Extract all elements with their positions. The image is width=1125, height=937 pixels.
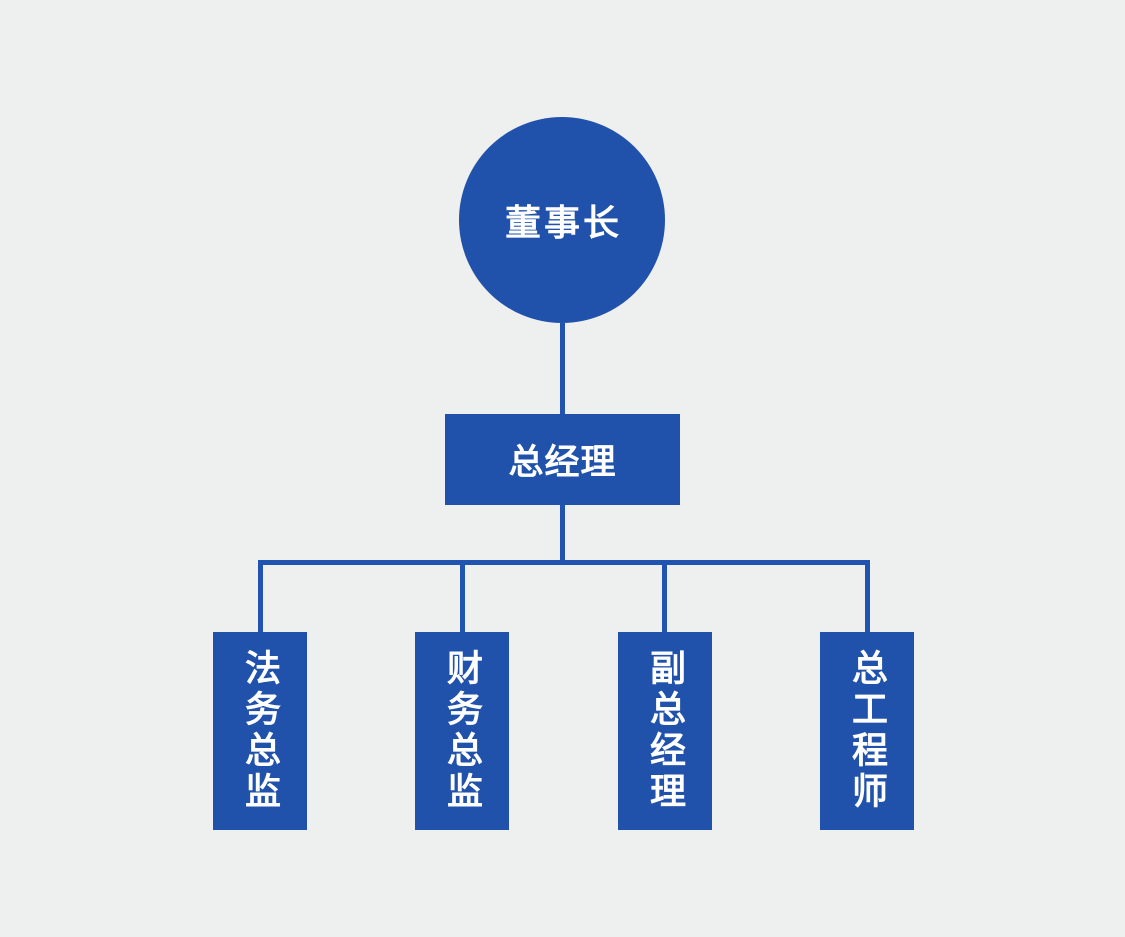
node-general-manager-label: 总经理 — [508, 443, 617, 482]
node-finance-director[interactable]: 财务总监 — [415, 632, 509, 830]
connector-drop-finance — [460, 560, 465, 632]
connector-root-to-manager — [560, 323, 565, 415]
connector-horizontal-bus — [258, 560, 870, 565]
node-legal-director[interactable]: 法务总监 — [213, 632, 307, 830]
connector-manager-to-bus — [560, 505, 565, 562]
connector-drop-legal — [258, 560, 263, 632]
node-chairman-label: 董事长 — [504, 202, 622, 243]
node-legal-director-label: 法务总监 — [240, 649, 281, 813]
node-chairman[interactable]: 董事长 — [459, 117, 665, 323]
node-chief-engineer[interactable]: 总工程师 — [820, 632, 914, 830]
node-general-manager[interactable]: 总经理 — [445, 414, 680, 505]
node-chief-engineer-label: 总工程师 — [847, 649, 888, 813]
node-finance-director-label: 财务总监 — [442, 649, 483, 813]
node-deputy-general-manager-label: 副总经理 — [645, 649, 686, 813]
node-deputy-general-manager[interactable]: 副总经理 — [618, 632, 712, 830]
connector-drop-engineer — [865, 560, 870, 632]
connector-drop-deputy — [662, 560, 667, 632]
